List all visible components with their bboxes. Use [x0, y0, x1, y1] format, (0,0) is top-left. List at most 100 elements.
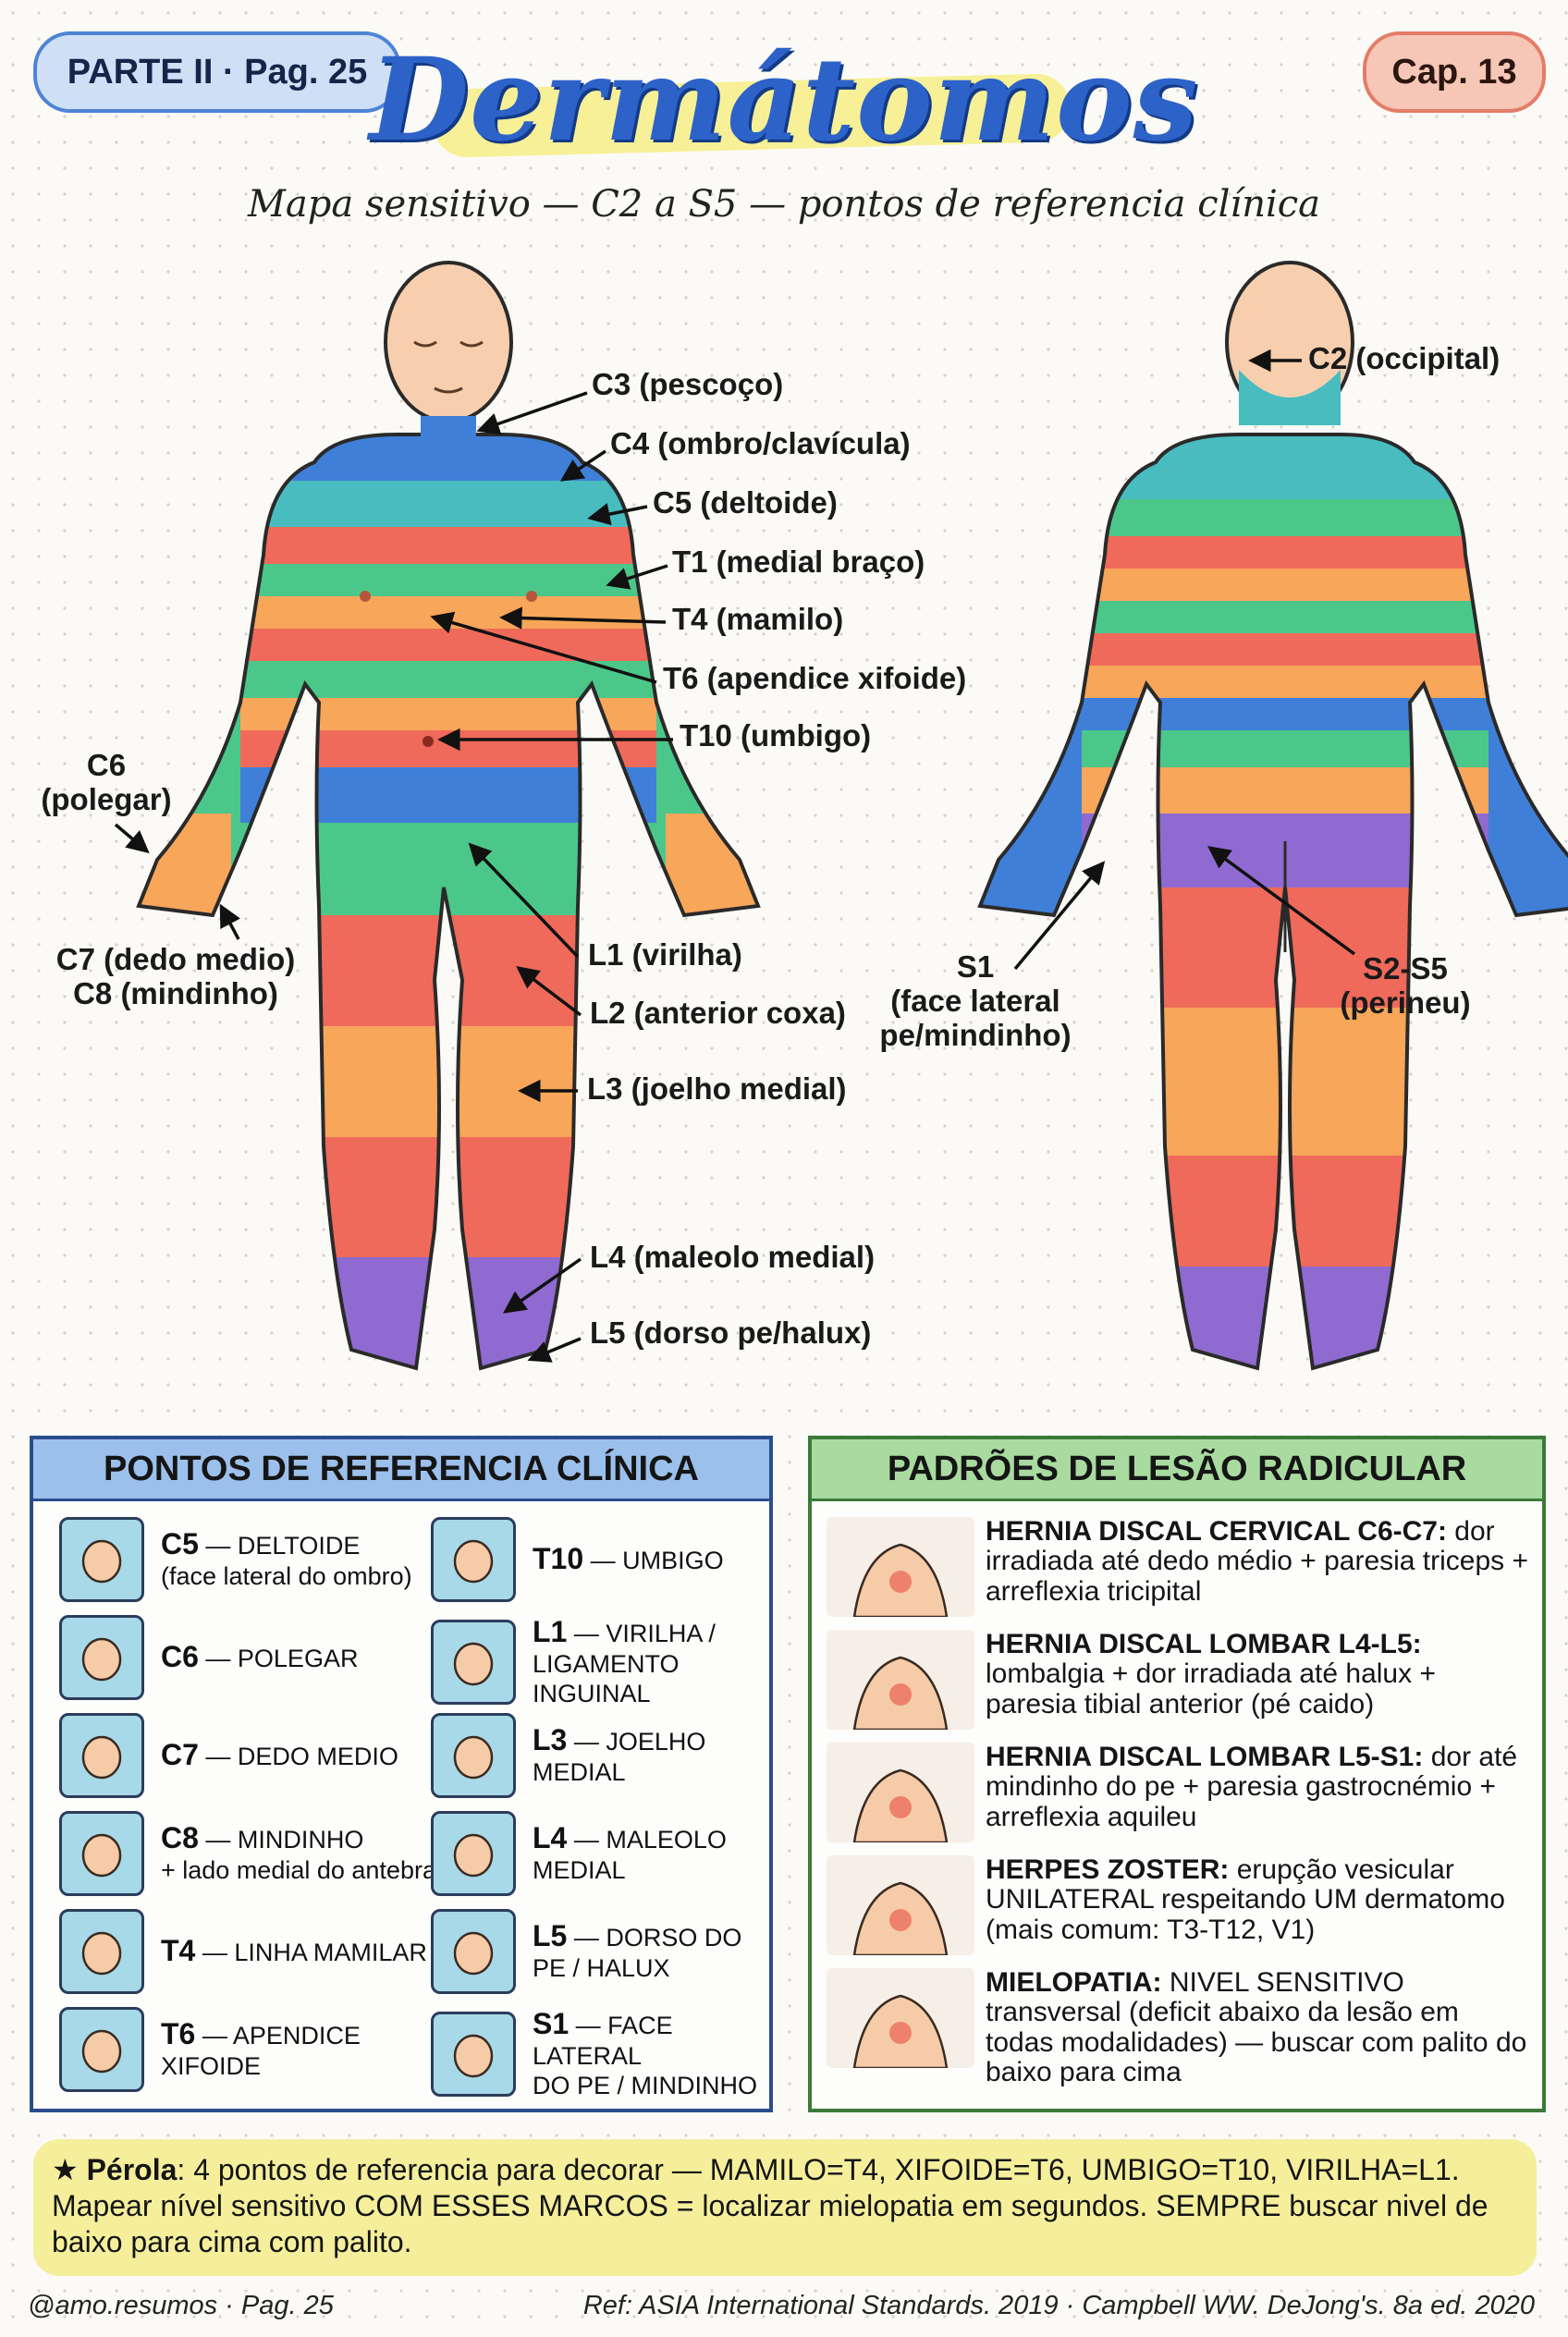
lesion-item: MIELOPATIA: NIVEL SENSITIVO transversal …	[812, 1967, 1542, 2088]
label-c7: C7 (dedo medio)	[55, 942, 296, 976]
sensory-level-icon	[827, 1968, 974, 2068]
label-t6: T6 (apendice xifoide)	[663, 661, 967, 695]
reference-item: C5 — DELTOIDE(face lateral do ombro)	[59, 1517, 412, 1602]
label-c2: C2 (occipital)	[1308, 341, 1501, 375]
reference-sub: PE / HALUX	[533, 1953, 670, 1982]
label-c5: C5 (deltoide)	[653, 485, 838, 520]
lesion-item-text: HERNIA DISCAL LOMBAR L4-L5: lombalgia + …	[986, 1629, 1531, 1730]
label-l1: L1 (virilha)	[588, 937, 742, 972]
reference-code: C7	[161, 1738, 199, 1772]
radicular-lesion-panel: PADRÕES DE LESÃO RADICULAR HERNIA DISCAL…	[808, 1436, 1546, 2112]
lesion-body: NIVEL SENSITIVO transversal (deficit aba…	[986, 1967, 1527, 2088]
reference-item-text: L1 — VIRILHA /LIGAMENTO INGUINAL	[533, 1615, 769, 1708]
label-c3: C3 (pescoço)	[592, 367, 784, 401]
thumb-icon	[59, 1615, 144, 1700]
label-s1-code: S1	[956, 949, 995, 984]
reference-code: L3	[533, 1723, 568, 1757]
pearl-note: ★ Pérola: 4 pontos de referencia para de…	[33, 2139, 1537, 2276]
reference-item-text: C7 — DEDO MEDIO	[161, 1738, 398, 1773]
middle-finger-icon	[59, 1713, 144, 1798]
reference-item-text: T10 — UMBIGO	[533, 1542, 724, 1577]
lesion-item: HERNIA DISCAL CERVICAL C6-C7: dor irradi…	[812, 1516, 1542, 1617]
reference-desc: — APENDICE	[195, 2022, 361, 2050]
reference-code: T10	[533, 1542, 584, 1576]
front-head	[384, 261, 513, 423]
footer-handle: @amo.resumos · Pag. 25	[28, 2291, 334, 2320]
page-subtitle: Mapa sensitivo — C2 a S5 — pontos de ref…	[247, 183, 1321, 226]
ankle-icon	[431, 1811, 516, 1896]
cervical-spine-icon	[827, 1517, 974, 1617]
chapter-badge: Cap. 13	[1363, 31, 1546, 113]
label-l3: L3 (joelho medial)	[587, 1071, 847, 1106]
reference-sub: LIGAMENTO INGUINAL	[533, 1649, 680, 1707]
page-title: Dermátomos	[369, 33, 1199, 167]
lesion-heading: HERNIA DISCAL CERVICAL C6-C7:	[986, 1516, 1447, 1547]
reference-desc: — LINHA MAMILAR	[195, 1939, 427, 1967]
hand-icon	[59, 1811, 144, 1896]
knee-icon	[431, 1713, 516, 1798]
lesion-item: HERPES ZOSTER: erupção vesicular UNILATE…	[812, 1854, 1542, 1955]
lesion-body: dor irradiada até dedo médio + paresia t…	[986, 1516, 1529, 1607]
reference-code: T4	[161, 1934, 196, 1968]
label-s2-s5: S2-S5 (perineu)	[1331, 951, 1479, 1021]
lesion-item-text: MIELOPATIA: NIVEL SENSITIVO transversal …	[986, 1967, 1531, 2088]
groin-icon	[431, 1619, 516, 1705]
lesion-heading: HERNIA DISCAL LOMBAR L5-S1:	[986, 1742, 1424, 1772]
lesion-heading: MIELOPATIA:	[986, 1967, 1162, 1998]
lesion-item-text: HERPES ZOSTER: erupção vesicular UNILATE…	[986, 1854, 1531, 1955]
label-s1-desc1: (face lateral	[890, 983, 1060, 1018]
reference-sub: MEDIAL	[533, 1757, 626, 1786]
label-l2: L2 (anterior coxa)	[590, 996, 846, 1030]
reference-code: C5	[161, 1527, 199, 1561]
reference-code: T6	[161, 2017, 196, 2051]
reference-sub: MEDIAL	[533, 1855, 626, 1884]
lesion-body: dor até mindinho do pe + paresia gastroc…	[986, 1742, 1518, 1832]
label-arrows	[114, 349, 1356, 1363]
reference-desc: — DELTOIDE	[198, 1532, 361, 1560]
reference-item: L1 — VIRILHA /LIGAMENTO INGUINAL	[431, 1615, 769, 1708]
dermatome-figures	[114, 261, 1568, 1371]
reference-sub: + lado medial do antebraco	[161, 1855, 463, 1884]
footer-reference: Ref: ASIA International Standards. 2019 …	[582, 2291, 1535, 2320]
label-l5: L5 (dorso pe/halux)	[590, 1315, 872, 1350]
reference-points-panel: PONTOS DE REFERENCIA CLÍNICA C5 — DELTOI…	[30, 1436, 773, 2112]
foot-icon	[431, 1909, 516, 1994]
reference-desc: — MALEOLO	[567, 1826, 727, 1854]
label-t1: T1 (medial braço)	[672, 544, 925, 579]
reference-desc: — VIRILHA /	[567, 1620, 716, 1647]
label-c6-desc: (polegar)	[41, 781, 172, 816]
label-c4: C4 (ombro/clavícula)	[610, 426, 911, 460]
reference-code: C8	[161, 1821, 199, 1855]
reference-desc: — FACE LATERAL	[533, 2012, 673, 2070]
lumbosacral-spine-icon	[827, 1743, 974, 1842]
lumbar-spine-icon	[827, 1630, 974, 1730]
label-c7-c8: C7 (dedo medio) C8 (mindinho)	[46, 942, 305, 1011]
reference-item: T4 — LINHA MAMILAR	[59, 1909, 427, 1994]
abdomen-icon	[431, 1517, 516, 1602]
reference-desc: — UMBIGO	[583, 1547, 724, 1575]
label-s2s5-desc: (perineu)	[1340, 985, 1471, 1020]
reference-sub: DO PE / MINDINHO	[533, 2071, 758, 2099]
star-icon: ★	[52, 2153, 79, 2186]
lesion-item: HERNIA DISCAL LOMBAR L4-L5: lombalgia + …	[812, 1629, 1542, 1730]
lesion-panel-title: PADRÕES DE LESÃO RADICULAR	[812, 1439, 1542, 1501]
label-s1: S1 (face lateral pe/mindinho)	[869, 949, 1082, 1053]
reference-desc: — POLEGAR	[198, 1645, 359, 1673]
reference-code: L1	[533, 1615, 568, 1648]
reference-panel-title: PONTOS DE REFERENCIA CLÍNICA	[33, 1439, 769, 1501]
zoster-rash-icon	[827, 1855, 974, 1955]
shoulder-icon	[59, 1517, 144, 1602]
chapter-text: Cap. 13	[1391, 52, 1517, 92]
reference-code: S1	[533, 2007, 570, 2040]
reference-desc: — MINDINHO	[198, 1826, 364, 1854]
label-s1-desc2: pe/mindinho)	[879, 1017, 1072, 1052]
reference-code: L5	[533, 1919, 568, 1953]
reference-item-text: C8 — MINDINHO+ lado medial do antebraco	[161, 1821, 462, 1886]
